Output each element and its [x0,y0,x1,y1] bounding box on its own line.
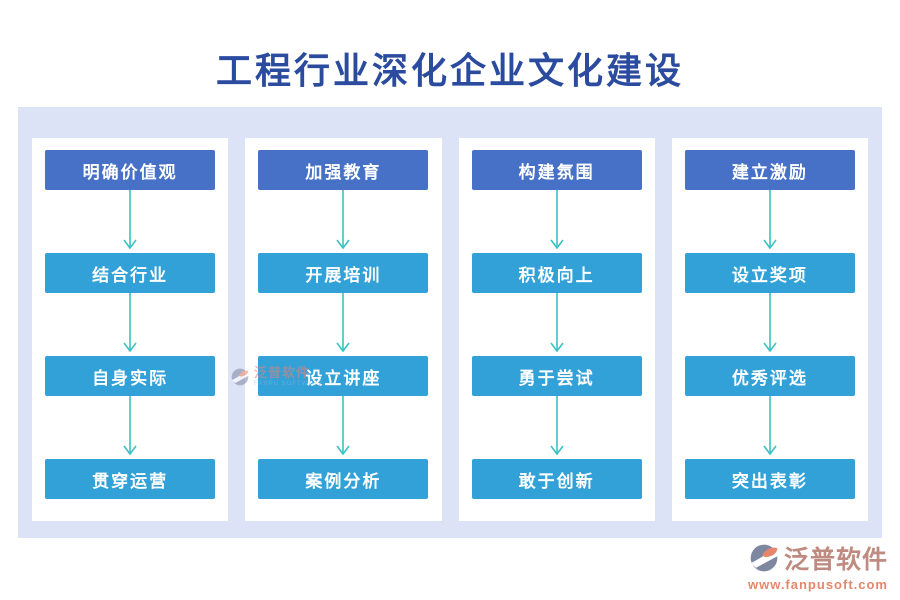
flow-step-box: 自身实际 [45,356,216,396]
flow-header-box: 加强教育 [258,150,429,190]
down-arrow-icon [549,190,564,250]
flow-step-box: 贯穿运营 [45,459,216,499]
flow-step-box: 设立讲座 [258,356,429,396]
down-arrow-icon [336,293,351,353]
flow-column-education: 加强教育 开展培训 设立讲座 案例分析 [245,138,442,521]
content-panel: 明确价值观 结合行业 自身实际 贯穿运营 加强教育 开展培训 设立讲座 案例分析… [18,107,882,538]
flow-step-box: 结合行业 [45,253,216,293]
down-arrow-icon [123,293,137,353]
down-arrow-icon [763,293,777,353]
page-title: 工程行业深化企业文化建设 [215,50,684,91]
down-arrow-icon [763,396,777,456]
flow-step-box: 突出表彰 [684,459,855,499]
flow-header-box: 明确价值观 [45,150,216,190]
flow-header-box: 构建氛围 [471,150,642,190]
down-arrow-icon [336,190,351,250]
flow-column-incentive: 建立激励 设立奖项 优秀评选 突出表彰 [671,138,868,521]
flow-step-box: 优秀评选 [684,356,855,396]
down-arrow-icon [123,190,137,250]
down-arrow-icon [763,190,777,250]
flow-column-values: 明确价值观 结合行业 自身实际 贯穿运营 [32,138,229,521]
flow-step-box: 开展培训 [258,253,429,293]
fanpu-logo-icon [750,544,778,572]
flow-column-atmosphere: 构建氛围 积极向上 勇于尝试 敢于创新 [458,138,655,521]
brand-logo: 泛普软件 www.fanpusoft.com [748,540,888,592]
brand-name: 泛普软件 [783,546,888,574]
flow-header-box: 建立激励 [684,150,855,190]
flow-step-box: 勇于尝试 [471,356,642,396]
flow-step-box: 积极向上 [471,253,642,293]
down-arrow-icon [336,396,351,456]
down-arrow-icon [123,396,137,456]
flow-step-box: 敢于创新 [471,459,642,499]
brand-url: www.fanpusoft.com [747,577,888,592]
flow-step-box: 案例分析 [258,459,429,499]
down-arrow-icon [549,396,564,456]
down-arrow-icon [549,293,564,353]
flow-step-box: 设立奖项 [684,253,855,293]
